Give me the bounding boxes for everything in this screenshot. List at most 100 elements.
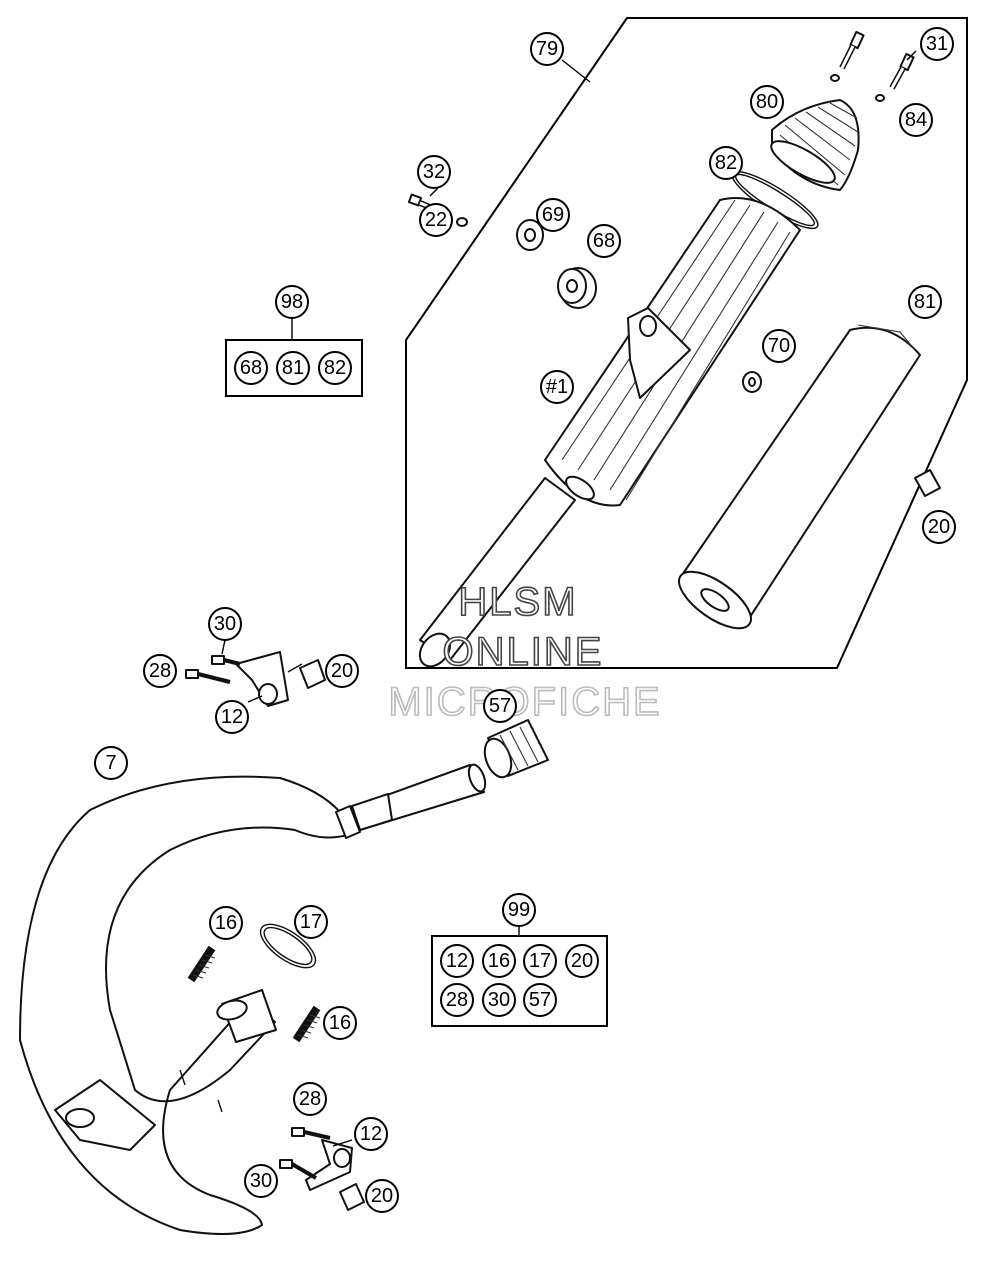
callout-20-upper: 20 [325,654,359,688]
svg-text:12: 12 [360,1123,382,1145]
svg-text:31: 31 [926,33,948,55]
svg-text:84: 84 [905,109,927,131]
callout-80: 80 [750,85,784,119]
callout-30-lower: 30 [244,1164,278,1198]
svg-text:69: 69 [542,204,564,226]
kit-99-item-6: 30 [482,983,516,1017]
svg-text:28: 28 [149,660,171,682]
kit-98-item-3: 82 [318,351,352,385]
kit-99-item-1: 12 [440,944,474,978]
callout-81: 81 [908,285,942,319]
callout-16-lower: 16 [323,1006,357,1040]
bolt-31-b [889,52,915,90]
callout-30-upper: 30 [208,607,242,641]
washer-84-a [830,74,840,82]
svg-text:57: 57 [529,989,551,1011]
svg-text:82: 82 [715,152,737,174]
grommet-68 [557,267,597,309]
callout-28-lower: 28 [293,1082,327,1116]
spring-16-b [292,1005,321,1043]
callout-20-lower: 20 [365,1179,399,1213]
svg-text:30: 30 [488,989,510,1011]
svg-text:99: 99 [508,899,530,921]
svg-text:16: 16 [488,950,510,972]
silencer-assembly-frame [405,17,968,669]
svg-text:70: 70 [768,335,790,357]
callout-22: 22 [419,203,453,237]
svg-text:7: 7 [105,752,116,774]
callout-99: 99 [502,893,536,927]
svg-text:79: 79 [536,38,558,60]
svg-text:28: 28 [446,989,468,1011]
callout-1: #1 [540,370,574,404]
callout-69: 69 [536,198,570,232]
bolt-31-a [839,30,865,70]
watermark-line-1: HLSM [458,580,577,624]
callout-98: 98 [275,285,309,319]
end-cap-80 [770,99,860,191]
svg-text:16: 16 [329,1012,351,1034]
svg-text:30: 30 [250,1170,272,1192]
svg-text:20: 20 [928,516,950,538]
sealing-sleeve-57 [483,719,549,779]
callout-84: 84 [899,103,933,137]
svg-text:80: 80 [756,91,778,113]
watermark-line-3: MICROFICHE [388,680,661,724]
svg-text:16: 16 [215,912,237,934]
kit-99-item-7: 57 [523,983,557,1017]
washer-84-b [875,94,885,102]
kit-98-item-1: 68 [234,351,268,385]
svg-text:32: 32 [423,161,445,183]
kit-98-item-2: 81 [276,351,310,385]
svg-text:12: 12 [446,950,468,972]
svg-text:68: 68 [240,357,262,379]
callout-82: 82 [709,146,743,180]
callout-17: 17 [294,905,328,939]
callout-68: 68 [587,224,621,258]
svg-text:20: 20 [571,950,593,972]
exhaust-pipe-7 [19,763,487,1235]
svg-text:28: 28 [299,1088,321,1110]
svg-text:82: 82 [324,357,346,379]
clip-nut-20-b [299,659,326,689]
svg-text:68: 68 [593,230,615,252]
bracket-12-upper [185,651,303,707]
callout-57: 57 [483,689,517,723]
silencer-packing-81 [678,324,921,630]
callout-12-lower: 12 [354,1117,388,1151]
callout-16-upper: 16 [209,906,243,940]
spring-16-a [187,945,216,983]
svg-text:57: 57 [489,695,511,717]
callout-20-silencer: 20 [922,510,956,544]
svg-text:98: 98 [281,291,303,313]
clip-nut-20-c [339,1183,365,1211]
callout-28-upper: 28 [143,654,177,688]
svg-text:22: 22 [425,209,447,231]
washer-70 [742,371,762,393]
clip-nut-20-a [914,469,941,497]
watermark-line-2: ONLINE [443,630,604,674]
callout-31: 31 [920,27,954,61]
svg-text:81: 81 [282,357,304,379]
svg-text:30: 30 [214,613,236,635]
callout-70: 70 [762,329,796,363]
kit-99-item-5: 28 [440,983,474,1017]
silencer-body-1 [418,197,801,668]
kit-99-item-3: 17 [523,944,557,978]
callout-7: 7 [94,746,128,780]
o-ring-17 [259,923,317,969]
kit-99-item-2: 16 [482,944,516,978]
bracket-12-lower [279,1127,353,1191]
svg-text:17: 17 [300,911,322,933]
washer-22 [456,217,468,227]
svg-text:#1: #1 [546,376,568,398]
kit-99-item-4: 20 [565,944,599,978]
svg-text:17: 17 [529,950,551,972]
callout-32: 32 [417,155,451,189]
washer-69 [516,219,544,251]
svg-text:20: 20 [331,660,353,682]
callout-79: 79 [530,32,564,66]
svg-text:20: 20 [371,1185,393,1207]
callout-12-upper: 12 [215,700,249,734]
